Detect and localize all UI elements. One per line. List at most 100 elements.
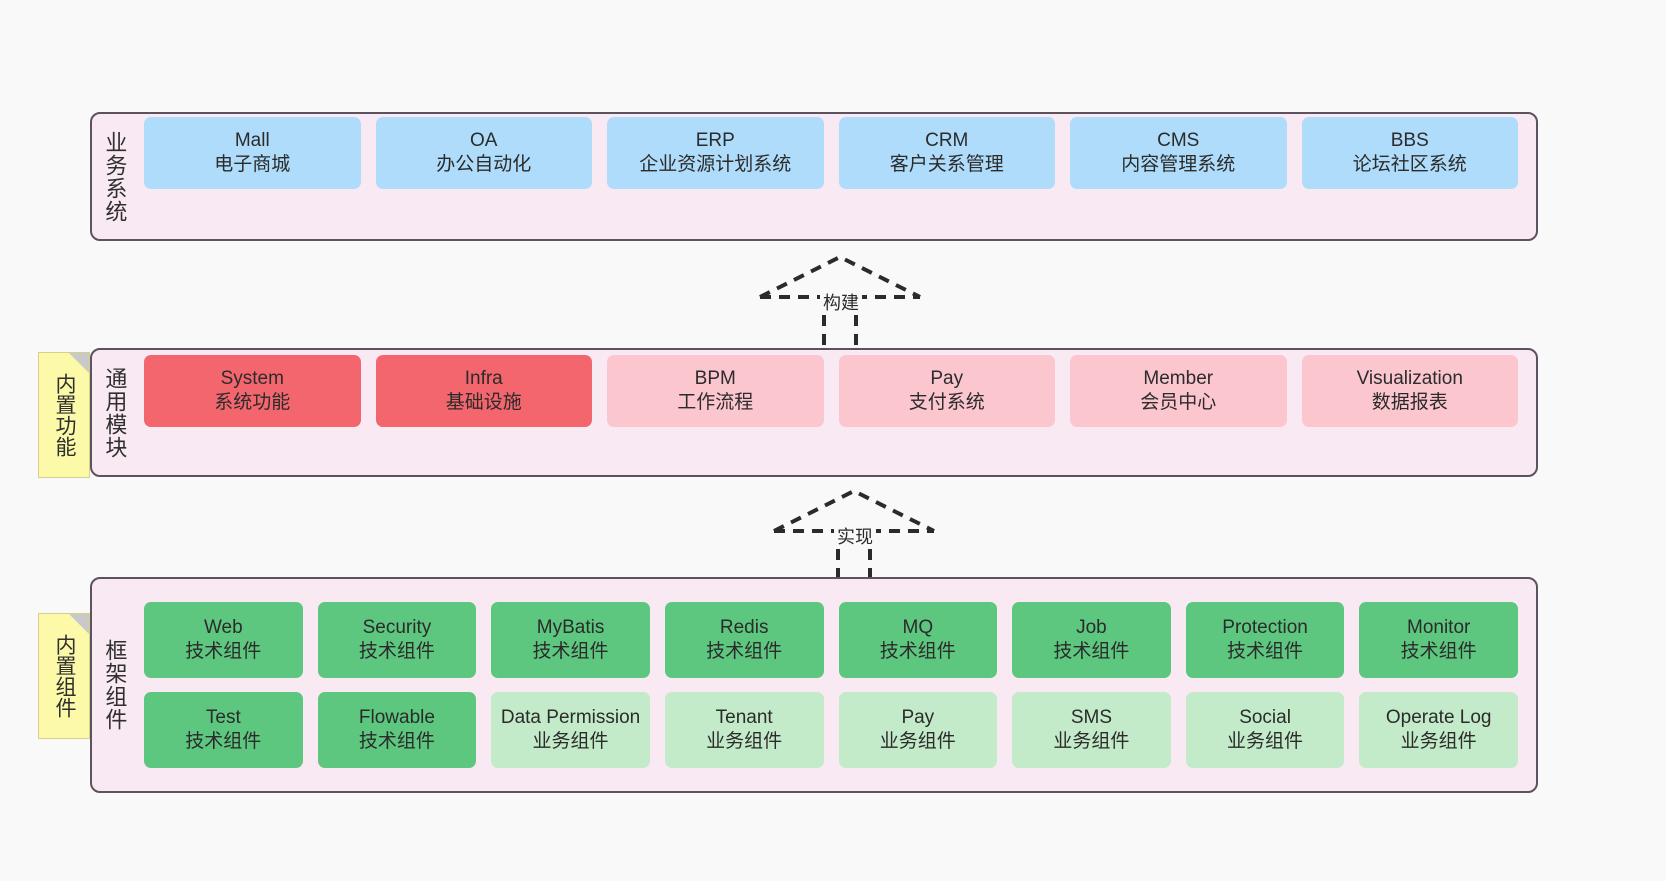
node-data-permission-cn: 业务组件 [532, 731, 609, 752]
node-test-cn: 技术组件 [185, 731, 262, 752]
layer-framework-body: Web 技术组件 Security 技术组件 MyBatis 技术组件 Redi… [136, 579, 1536, 791]
node-redis[interactable]: Redis 技术组件 [664, 602, 824, 678]
node-mybatis-cn: 技术组件 [532, 641, 609, 662]
node-mq[interactable]: MQ 技术组件 [838, 602, 998, 678]
node-bpm-en: BPM [694, 367, 736, 389]
node-tenant[interactable]: Tenant 业务组件 [664, 692, 824, 768]
layer-common-modules: 通用模块 System 系统功能 Infra 基础设施 BPM 工作流程 Pay… [90, 348, 1538, 477]
node-infra[interactable]: Infra 基础设施 [375, 355, 592, 427]
layer-framework-components: 框架组件 Web 技术组件 Security 技术组件 MyBatis 技术组件… [90, 577, 1538, 793]
node-pay-module-cn: 支付系统 [908, 392, 985, 413]
node-social[interactable]: Social 业务组件 [1185, 692, 1345, 768]
node-infra-en: Infra [464, 367, 503, 389]
node-tenant-en: Tenant [715, 706, 773, 728]
node-pay-component[interactable]: Pay 业务组件 [838, 692, 998, 768]
node-monitor-en: Monitor [1407, 616, 1471, 638]
node-monitor-cn: 技术组件 [1400, 641, 1477, 662]
framework-node-row-1: Web 技术组件 Security 技术组件 MyBatis 技术组件 Redi… [136, 602, 1518, 678]
node-cms[interactable]: CMS 内容管理系统 [1070, 117, 1287, 189]
node-protection-en: Protection [1222, 616, 1308, 638]
node-job[interactable]: Job 技术组件 [1012, 602, 1171, 678]
node-flowable-cn: 技术组件 [358, 731, 435, 752]
node-cms-en: CMS [1157, 129, 1200, 151]
node-cms-cn: 内容管理系统 [1121, 154, 1236, 175]
node-sms-en: SMS [1070, 706, 1113, 728]
node-crm[interactable]: CRM 客户关系管理 [838, 117, 1055, 189]
node-web-en: Web [203, 616, 243, 638]
node-sms[interactable]: SMS 业务组件 [1012, 692, 1171, 768]
node-web[interactable]: Web 技术组件 [144, 602, 303, 678]
node-data-permission-en: Data Permission [500, 706, 641, 728]
node-visualization[interactable]: Visualization 数据报表 [1301, 355, 1518, 427]
node-mq-cn: 技术组件 [879, 641, 956, 662]
modules-node-row: System 系统功能 Infra 基础设施 BPM 工作流程 Pay 支付系统… [136, 355, 1518, 427]
node-system[interactable]: System 系统功能 [144, 355, 361, 427]
node-security[interactable]: Security 技术组件 [317, 602, 477, 678]
node-bpm-cn: 工作流程 [677, 392, 754, 413]
arrow-build-label: 构建 [820, 289, 862, 315]
node-security-en: Security [362, 616, 432, 638]
node-redis-cn: 技术组件 [706, 641, 783, 662]
node-system-en: System [220, 367, 284, 389]
node-mall-en: Mall [234, 129, 270, 151]
node-oa[interactable]: OA 办公自动化 [375, 117, 592, 189]
node-social-cn: 业务组件 [1227, 731, 1304, 752]
node-member[interactable]: Member 会员中心 [1070, 355, 1287, 427]
node-bbs-en: BBS [1390, 129, 1429, 151]
layer-modules-body: System 系统功能 Infra 基础设施 BPM 工作流程 Pay 支付系统… [136, 350, 1536, 432]
node-visualization-en: Visualization [1356, 367, 1463, 389]
business-node-row: Mall 电子商城 OA 办公自动化 ERP 企业资源计划系统 CRM 客户关系… [136, 117, 1518, 189]
node-infra-cn: 基础设施 [445, 392, 522, 413]
node-flowable-en: Flowable [358, 706, 435, 728]
node-visualization-cn: 数据报表 [1371, 392, 1448, 413]
node-web-cn: 技术组件 [185, 641, 262, 662]
node-operate-log-cn: 业务组件 [1400, 731, 1477, 752]
node-mall-cn: 电子商城 [214, 154, 291, 175]
node-operate-log-en: Operate Log [1385, 706, 1492, 728]
node-mybatis[interactable]: MyBatis 技术组件 [491, 602, 650, 678]
node-redis-en: Redis [719, 616, 769, 638]
node-crm-en: CRM [925, 129, 969, 151]
node-pay-module-en: Pay [930, 367, 964, 389]
node-security-cn: 技术组件 [358, 641, 435, 662]
node-social-en: Social [1239, 706, 1291, 728]
node-tenant-cn: 业务组件 [706, 731, 783, 752]
arrow-build: 构建 [752, 254, 928, 345]
node-flowable[interactable]: Flowable 技术组件 [317, 692, 477, 768]
node-pay-module[interactable]: Pay 支付系统 [838, 355, 1055, 427]
node-mybatis-en: MyBatis [536, 616, 605, 638]
node-oa-en: OA [470, 129, 498, 151]
node-pay-component-en: Pay [901, 706, 935, 728]
node-protection-cn: 技术组件 [1227, 641, 1304, 662]
node-bbs-cn: 论坛社区系统 [1352, 154, 1467, 175]
layer-business-body: Mall 电子商城 OA 办公自动化 ERP 企业资源计划系统 CRM 客户关系… [136, 114, 1536, 192]
node-mq-en: MQ [902, 616, 934, 638]
node-oa-cn: 办公自动化 [436, 154, 532, 175]
node-job-cn: 技术组件 [1053, 641, 1130, 662]
node-protection[interactable]: Protection 技术组件 [1185, 602, 1345, 678]
layer-business-title: 业务系统 [102, 130, 128, 223]
node-erp[interactable]: ERP 企业资源计划系统 [607, 117, 824, 189]
layer-modules-title: 通用模块 [102, 366, 128, 459]
node-mall[interactable]: Mall 电子商城 [144, 117, 361, 189]
arrow-implement-label: 实现 [834, 523, 876, 549]
node-data-permission[interactable]: Data Permission 业务组件 [491, 692, 650, 768]
node-erp-cn: 企业资源计划系统 [639, 154, 792, 175]
layer-framework-title: 框架组件 [102, 639, 128, 731]
node-system-cn: 系统功能 [214, 392, 291, 413]
node-member-en: Member [1143, 367, 1214, 389]
node-operate-log[interactable]: Operate Log 业务组件 [1359, 692, 1518, 768]
node-test[interactable]: Test 技术组件 [144, 692, 303, 768]
node-sms-cn: 业务组件 [1053, 731, 1130, 752]
sticky-note-builtin-features: 内置功能 [38, 352, 90, 478]
node-monitor[interactable]: Monitor 技术组件 [1359, 602, 1518, 678]
node-bbs[interactable]: BBS 论坛社区系统 [1301, 117, 1518, 189]
framework-node-row-2: Test 技术组件 Flowable 技术组件 Data Permission … [136, 692, 1518, 768]
node-job-en: Job [1076, 616, 1107, 638]
node-member-cn: 会员中心 [1140, 392, 1217, 413]
node-test-en: Test [205, 706, 241, 728]
node-bpm[interactable]: BPM 工作流程 [607, 355, 824, 427]
sticky-note-builtin-components: 内置组件 [38, 613, 90, 739]
node-erp-en: ERP [695, 129, 735, 151]
